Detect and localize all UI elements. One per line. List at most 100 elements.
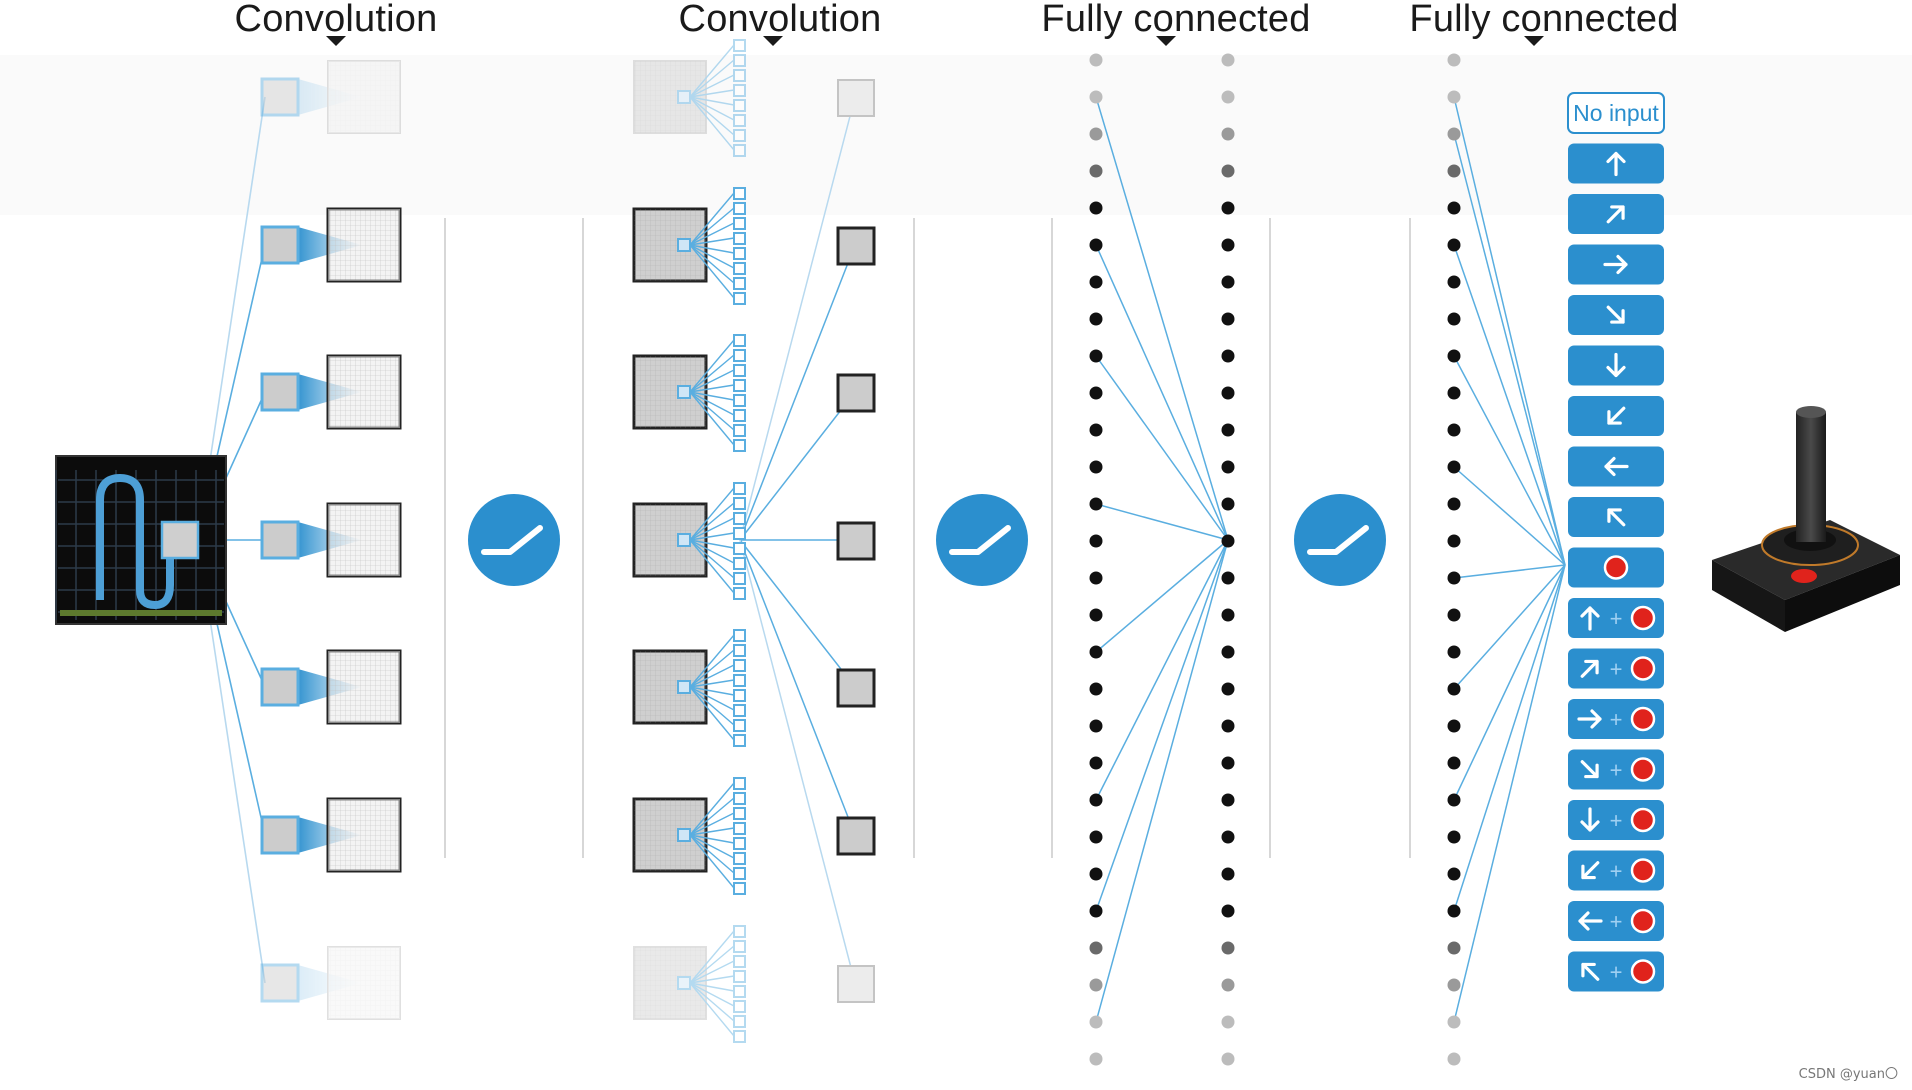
conv2-fan-line (689, 74, 735, 98)
fc-node (1447, 1052, 1461, 1066)
action-down-right-fire: + (1568, 749, 1664, 790)
conv2-filter-cell (733, 792, 746, 805)
fc-column (1089, 53, 1103, 1066)
fc-node (1221, 460, 1235, 474)
down-arrow-icon (1606, 352, 1626, 378)
fc-node (1447, 978, 1461, 992)
conv2-filter-cell (733, 39, 746, 52)
action-right-fire: + (1568, 699, 1664, 739)
down-arrow-icon (1580, 807, 1600, 832)
conv2-filter-cell (733, 1000, 746, 1013)
fc-node (1447, 53, 1461, 67)
title-arrow-icon (326, 36, 346, 46)
conv2-filter-cell (733, 629, 746, 642)
fc-node (1221, 867, 1235, 881)
conv2-fan-line (689, 664, 735, 688)
fc-node (1447, 904, 1461, 918)
action-up-left-fire: + (1568, 951, 1664, 992)
relu-icon (1294, 494, 1386, 586)
conv2-filter-cell (733, 292, 746, 305)
fc-node (1089, 1015, 1103, 1029)
fc-node (1447, 1015, 1461, 1029)
conv2-fan-line (689, 539, 735, 579)
fc-node (1089, 1052, 1103, 1066)
conv2-fan-line (689, 930, 735, 984)
conv2-fan-line (689, 945, 735, 984)
fire-button-icon (1630, 706, 1656, 732)
conv2-fan-line (689, 517, 735, 541)
conv2-filter-cell (733, 482, 746, 495)
fc2-action-link (1453, 564, 1566, 1023)
conv2-filter-cell (733, 114, 746, 127)
conv2-filter-cell (733, 542, 746, 555)
right-arrow-icon (1603, 254, 1628, 275)
conv2-fan-line (689, 686, 735, 741)
arrow-stroke (1581, 962, 1600, 981)
conv2-fan-line (689, 834, 735, 859)
arrow-stroke (1580, 606, 1600, 631)
fc-node (1089, 53, 1103, 67)
arrow-stroke (1607, 508, 1626, 527)
conv2-fan-line (689, 532, 735, 541)
conv2-patch (677, 533, 691, 547)
title-conv1: Convolution (234, 0, 438, 40)
relu-curve (949, 525, 1011, 555)
game-pipe (96, 473, 174, 610)
conv2-conv3-link (739, 539, 856, 688)
conv2-filter-cell (733, 512, 746, 525)
conv2-unit (632, 334, 746, 452)
fc-node (1221, 756, 1235, 770)
conv1-unit (260, 502, 402, 578)
conv2-fan-line (689, 539, 735, 549)
action-down (1568, 345, 1664, 386)
conv1-feature-fill (328, 61, 400, 133)
fc1-fc2-link (1095, 503, 1229, 541)
action-right (1568, 244, 1664, 285)
conv2-fan-line (689, 354, 735, 393)
conv2-filter-cell (733, 985, 746, 998)
fc1-fc2-link (1095, 539, 1229, 801)
fc-node (1089, 904, 1103, 918)
conv2-fan-line (689, 502, 735, 541)
conv2-fan-line (689, 391, 735, 446)
conv2-input-grid (634, 61, 706, 133)
fc-node (1089, 423, 1103, 437)
game-ground (60, 610, 222, 616)
fc-node (1221, 904, 1235, 918)
conv2-fan-line (689, 679, 735, 688)
title-conv2: Convolution (678, 0, 882, 40)
fire-button-icon (1603, 555, 1629, 580)
conv2-fan-line (689, 391, 735, 431)
fc-node (1221, 201, 1235, 215)
conv2-filter-cell (733, 334, 746, 347)
fc-column (1447, 53, 1461, 1066)
conv2-fan-line (689, 686, 735, 711)
fc-node (1221, 53, 1235, 67)
plus-sign: + (1610, 606, 1623, 631)
conv2-fan-line (689, 982, 735, 1037)
arrow-stroke (1603, 254, 1628, 275)
fc-node (1089, 534, 1103, 548)
relu-icon (936, 494, 1028, 586)
conv2-fan-line (689, 59, 735, 98)
fc-node (1221, 312, 1235, 326)
fc-node (1447, 719, 1461, 733)
down-right-arrow-icon (1606, 305, 1625, 324)
fc-node (1221, 238, 1235, 252)
conv2-filter-cell (733, 217, 746, 230)
conv2-fan-line (689, 539, 735, 594)
fc-node (1221, 1015, 1235, 1029)
fc-node (1089, 682, 1103, 696)
fc-node (1221, 349, 1235, 363)
conv1-feature-map (327, 946, 401, 1020)
up-right-arrow-icon (1606, 205, 1625, 224)
conv2-filter-cell (733, 587, 746, 600)
fc-node (1447, 423, 1461, 437)
fc-node (1447, 312, 1461, 326)
conv2-fan-line (689, 384, 735, 393)
conv2-fan-line (689, 222, 735, 246)
conv2-filter-cell (733, 867, 746, 880)
conv2-fan-line (689, 391, 735, 416)
fc1-fc2-link (1095, 96, 1229, 541)
fc2-action-link (1453, 564, 1566, 801)
